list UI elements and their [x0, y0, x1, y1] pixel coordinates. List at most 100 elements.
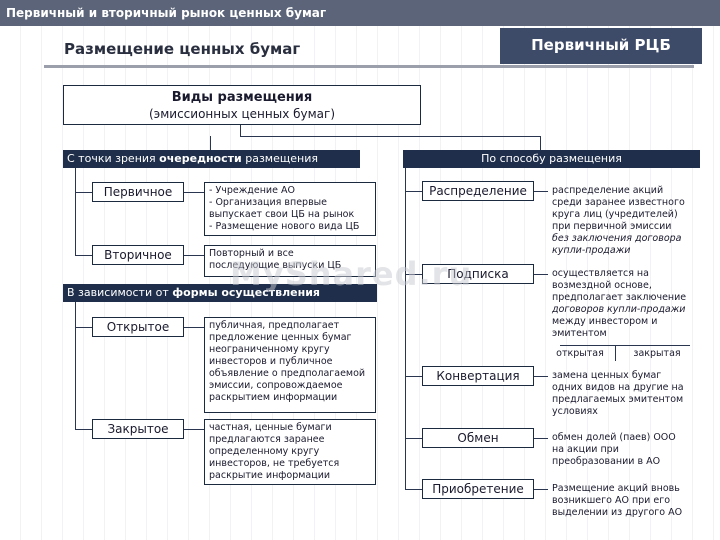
method-node-acquisition: Приобретение	[422, 479, 534, 499]
desc-line: инвесторов и публичное	[209, 356, 333, 367]
form-header-bold: формы осуществления	[172, 286, 320, 299]
connector	[210, 136, 211, 150]
subscription-closed: закрытая	[633, 348, 681, 359]
root-node: Виды размещения (эмиссионных ценных бума…	[63, 85, 421, 125]
slide-subtitle: Размещение ценных бумаг	[64, 40, 301, 58]
desc-line: купли-продажи	[552, 245, 631, 256]
connector	[534, 489, 548, 490]
connector	[184, 192, 204, 193]
divider	[44, 65, 694, 68]
root-subtitle: (эмиссионных ценных бумаг)	[148, 107, 336, 121]
market-badge: Первичный РЦБ	[500, 28, 702, 64]
method-node-subscription: Подписка	[422, 264, 534, 284]
connector	[405, 274, 423, 275]
desc-line: выпускает свои ЦБ на рынок	[209, 209, 355, 220]
method-desc-distribution: распределение акций среди заранее извест…	[552, 185, 712, 257]
connector	[405, 168, 406, 490]
order-desc-primary: - Учреждение АО - Организация впервые вы…	[204, 182, 376, 236]
method-desc-exchange: обмен долей (паев) ООО на акции при прео…	[552, 432, 712, 468]
header-title: Первичный и вторичный рынок ценных бумаг	[6, 6, 327, 20]
form-desc-open: публичная, предполагает предложение ценн…	[204, 317, 376, 413]
form-node-closed: Закрытое	[92, 419, 184, 439]
desc-line: инвесторов, не требуется	[209, 458, 340, 469]
method-node-exchange: Обмен	[422, 428, 534, 448]
form-header: В зависимости от формы осуществления	[63, 284, 377, 302]
desc-line: предложение ценных бумаг	[209, 332, 352, 343]
method-desc-conversion: замена ценных бумаг одних видов на други…	[552, 370, 712, 418]
connector	[405, 376, 423, 377]
connector	[184, 429, 204, 430]
method-header: По способу размещения	[403, 150, 700, 168]
desc-line: объявление о предполагаемой	[209, 368, 366, 379]
desc-line: замена ценных бумаг	[552, 370, 662, 381]
connector	[75, 429, 93, 430]
order-header: С точки зрения очередности размещения	[63, 150, 360, 168]
desc-line: - Организация впервые	[209, 197, 328, 208]
desc-line: публичная, предполагает	[209, 320, 340, 331]
desc-line: одних видов на другие на	[552, 382, 684, 393]
connector	[405, 191, 423, 192]
connector	[240, 125, 241, 137]
order-header-prefix: С точки зрения	[67, 152, 160, 165]
connector	[534, 376, 548, 377]
desc-line: возмездной основе,	[552, 280, 652, 291]
connector	[75, 302, 76, 430]
connector	[534, 438, 548, 439]
desc-line: предполагает заключение	[552, 292, 687, 303]
method-node-distribution: Распределение	[422, 181, 534, 201]
desc-line: на акции при	[552, 444, 619, 455]
connector	[75, 255, 93, 256]
desc-line: Повторный и все	[209, 248, 294, 259]
form-header-prefix: В зависимости от	[67, 286, 173, 299]
desc-line: между инвестором и	[552, 316, 658, 327]
desc-line: круга лиц (учредителей)	[552, 209, 678, 220]
desc-line: обмен долей (паев) ООО	[552, 432, 676, 443]
method-desc-acquisition: Размещение акций вновь возникшего АО при…	[552, 483, 712, 519]
desc-line: раскрытием информации	[209, 392, 338, 403]
desc-line: эмиссии, сопровождаемое	[209, 380, 343, 391]
connector	[75, 327, 93, 328]
desc-line: - Размещение нового вида ЦБ	[209, 221, 360, 232]
desc-line: преобразовании в АО	[552, 456, 661, 467]
desc-line: определенному кругу	[209, 446, 320, 457]
desc-line: предлагаемых эмитентом	[552, 394, 684, 405]
subscription-open: открытая	[556, 348, 604, 359]
connector	[405, 438, 423, 439]
desc-line: предлагаются заранее	[209, 434, 325, 445]
connector	[534, 191, 548, 192]
desc-line: эмитентом	[552, 328, 607, 339]
form-node-open: Открытое	[92, 317, 184, 337]
order-desc-secondary: Повторный и все последующие выпуски ЦБ	[204, 245, 376, 277]
desc-line: осуществляется на	[552, 268, 649, 279]
connector	[405, 489, 423, 490]
form-desc-closed: частная, ценные бумаги предлагаются зара…	[204, 419, 376, 485]
desc-line: частная, ценные бумаги	[209, 422, 332, 433]
connector	[240, 136, 540, 137]
desc-line: среди заранее известного	[552, 197, 685, 208]
desc-line: Размещение акций вновь	[552, 483, 680, 494]
order-node-primary: Первичное	[92, 182, 184, 202]
connector	[184, 327, 204, 328]
desc-line: возникшего АО при его	[552, 495, 671, 506]
order-node-secondary: Вторичное	[92, 245, 184, 265]
desc-line: выделении из другого АО	[552, 507, 683, 518]
connector	[615, 345, 616, 361]
desc-line: неограниченному кругу	[209, 344, 330, 355]
connector	[534, 274, 548, 275]
order-header-bold: очередности	[159, 152, 242, 165]
connector	[75, 192, 93, 193]
desc-line: условиях	[552, 406, 598, 417]
desc-line: при первичной эмиссии	[552, 221, 672, 232]
desc-line: раскрытие информации	[209, 470, 331, 481]
connector	[540, 136, 541, 150]
method-node-conversion: Конвертация	[422, 366, 534, 386]
desc-line: - Учреждение АО	[209, 185, 295, 196]
connector	[184, 255, 204, 256]
order-header-suffix: размещения	[241, 152, 318, 165]
desc-line: без заключения договора	[552, 233, 682, 244]
desc-line: последующие выпуски ЦБ	[209, 260, 342, 271]
page-header: Первичный и вторичный рынок ценных бумаг	[0, 0, 720, 26]
method-desc-subscription: осуществляется на возмездной основе, пре…	[552, 268, 712, 340]
root-title: Виды размещения	[171, 90, 313, 105]
connector	[75, 168, 76, 256]
